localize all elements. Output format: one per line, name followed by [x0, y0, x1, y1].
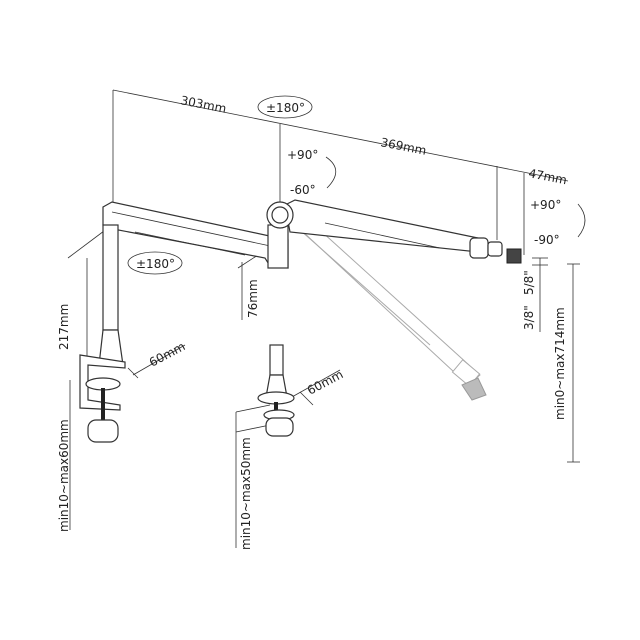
lower-arm-length-label: 369mm	[379, 135, 427, 158]
pole-height-label: 217mm	[57, 304, 71, 350]
upper-arm-length-label: 303mm	[179, 93, 227, 116]
grommet-base-width-label: 60mm	[305, 367, 346, 398]
mount-length-label: 47mm	[527, 166, 568, 187]
mount-tilt-down-label: -90°	[534, 233, 560, 247]
height-range-label: min0~max714mm	[553, 307, 567, 420]
dimension-lines	[67, 89, 580, 548]
clamp-assembly	[79, 224, 126, 443]
grommet-assembly	[257, 344, 295, 437]
grommet-range-label: min10~max50mm	[239, 437, 253, 550]
joint-height-label: 76mm	[246, 279, 260, 318]
lower-arm	[266, 199, 522, 264]
elbow-tilt-up-label: +90°	[287, 148, 318, 162]
thread-5-8-label: 5/8"	[522, 270, 536, 295]
elbow-tilt-down-label: -60°	[290, 183, 316, 197]
rotation-indicators	[127, 95, 586, 275]
thread-3-8-label: 3/8"	[522, 305, 536, 330]
clamp-base-width-label: 60mm	[147, 339, 188, 370]
upper-arm	[102, 201, 289, 269]
base-swivel-label: ±180°	[136, 257, 175, 271]
mount-tilt-up-label: +90°	[530, 198, 561, 212]
clamp-range-label: min10~max60mm	[57, 419, 71, 532]
elbow-swivel-label: ±180°	[266, 101, 305, 115]
